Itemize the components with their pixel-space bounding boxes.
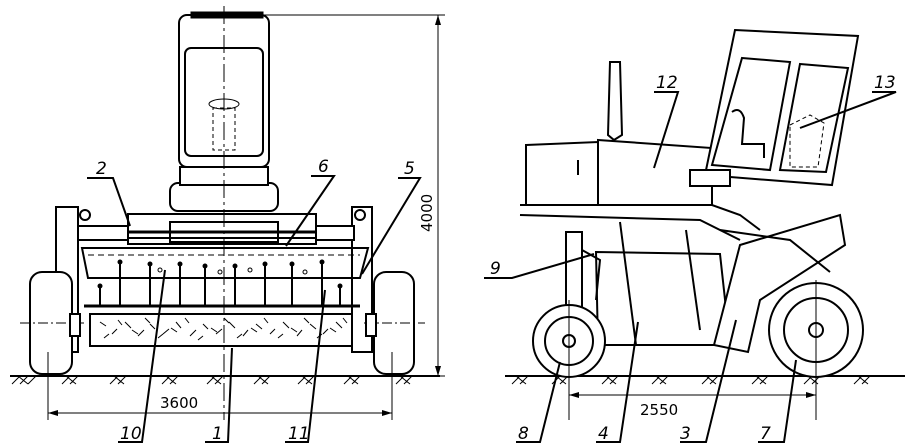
right-pivot [354, 209, 366, 221]
width-label: 3600 [160, 394, 198, 412]
cabin-window-left [710, 56, 792, 172]
engine-front-block [525, 140, 599, 206]
wheelbase-label: 2550 [640, 401, 678, 419]
front-view: 4000 3600 2 6 5 10 1 11 [10, 6, 445, 444]
callout-10: 10 [120, 424, 142, 444]
cabin-window-right [778, 62, 850, 174]
callout-8: 8 [518, 424, 529, 444]
front-leaders [87, 175, 422, 443]
exhaust-pipe [606, 61, 624, 142]
hopper-side [594, 250, 732, 346]
side-strut-1 [619, 221, 637, 346]
ground-hatching-front [11, 375, 413, 385]
callout-6: 6 [318, 157, 329, 177]
side-strut-2 [685, 229, 701, 331]
frame-top [520, 204, 761, 231]
seat-side [731, 109, 765, 158]
tines [99, 260, 341, 306]
frame-lower [519, 214, 741, 241]
side-leaders [484, 91, 897, 443]
side-view: 2550 12 13 9 8 4 3 7 [484, 28, 905, 444]
left-pivot [79, 209, 91, 221]
callout-2: 2 [96, 159, 107, 179]
callout-11: 11 [288, 424, 310, 444]
height-label: 4000 [418, 194, 436, 232]
callout-5: 5 [404, 159, 415, 179]
right-cylinder [315, 225, 355, 241]
front-lift-link [581, 249, 602, 301]
front-lift [565, 231, 583, 311]
tine-heads [97, 259, 343, 289]
callout-1: 1 [212, 424, 223, 444]
callout-13: 13 [874, 73, 896, 93]
left-hub [69, 313, 81, 337]
right-hub [365, 313, 377, 337]
callout-4: 4 [598, 424, 609, 444]
chassis-front [127, 213, 317, 245]
callout-12: 12 [656, 73, 678, 93]
chute-arm [719, 229, 831, 273]
hopper [80, 247, 370, 279]
cabin-mount [689, 169, 731, 187]
left-cylinder [77, 225, 129, 241]
conveyor-chute [712, 213, 847, 354]
callout-9: 9 [490, 259, 501, 279]
callout-7: 7 [760, 424, 771, 444]
callout-3: 3 [680, 424, 691, 444]
